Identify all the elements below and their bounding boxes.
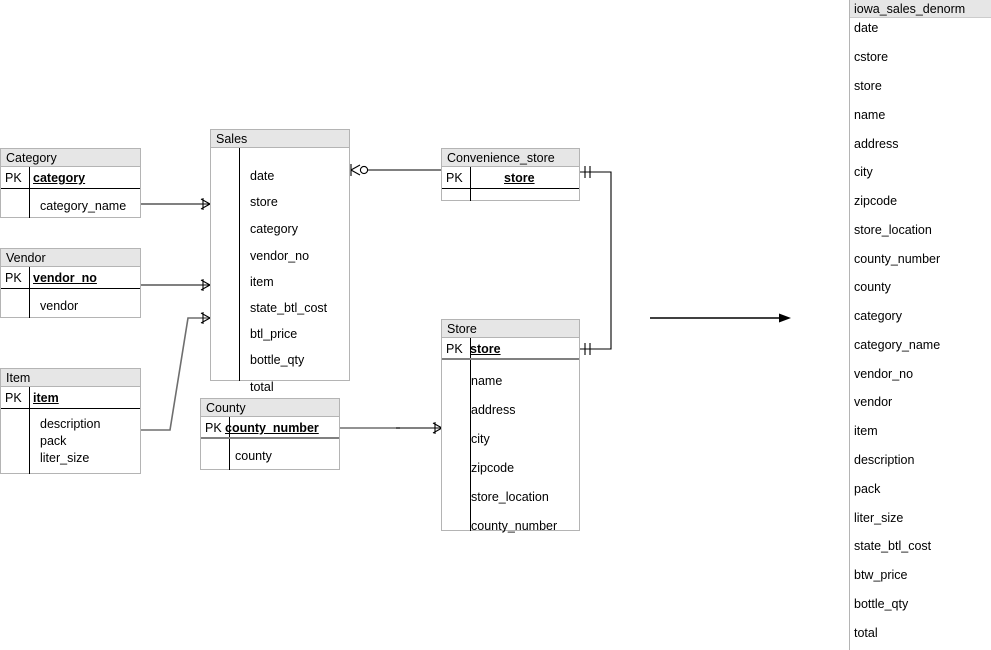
denorm-column-county-number: county_number <box>854 252 941 266</box>
transform-arrow-icon <box>650 313 791 323</box>
entity-county-pk-field: county_number <box>225 421 319 435</box>
attribute-liter-size: liter_size <box>40 451 90 465</box>
denorm-column-pack: pack <box>854 482 881 496</box>
entity-county-title: County <box>201 399 339 417</box>
attribute-store-county-number: county_number <box>471 519 558 533</box>
denorm-column-vendor: vendor <box>854 395 893 409</box>
denorm-column-liter-size: liter_size <box>854 511 904 525</box>
denorm-column-county: county <box>854 280 891 294</box>
entity-sales[interactable]: Sales date store category vendor_no item… <box>210 129 350 394</box>
attribute-store-zipcode: zipcode <box>471 461 515 475</box>
entity-store-pk-field: store <box>470 342 501 356</box>
entity-category[interactable]: Category PK category category_name <box>0 148 141 218</box>
denorm-column-category-name: category_name <box>854 338 941 352</box>
attribute-store-city: city <box>471 432 490 446</box>
entity-convenience-store-pk-row: PK store <box>442 167 579 189</box>
entity-store-body: PK store name address city zipcode store… <box>442 338 579 533</box>
entity-store[interactable]: Store PK store name address city zipcode… <box>441 319 580 533</box>
attribute-vendor-no: vendor_no <box>250 249 310 263</box>
entity-item[interactable]: Item PK item description pack liter_size <box>0 368 141 474</box>
denorm-column-state-btl-cost: state_btl_cost <box>854 539 932 553</box>
relationship-sales-conveniencestore <box>350 164 442 176</box>
attribute-store-name: name <box>471 374 503 388</box>
entity-convenience-store-pk-field: store <box>504 171 535 185</box>
entity-vendor[interactable]: Vendor PK vendor_no vendor <box>0 248 141 318</box>
entity-item-pk-field: item <box>33 391 59 405</box>
entity-item-pk-label: PK <box>5 391 22 405</box>
entity-category-body: PK category category_name <box>1 167 140 218</box>
relationship-vendor-sales <box>141 279 211 291</box>
attribute-county: county <box>235 449 272 463</box>
attribute-bottle-qty: bottle_qty <box>250 353 305 367</box>
denorm-column-zipcode: zipcode <box>854 194 898 208</box>
denorm-column-address: address <box>854 137 899 151</box>
entity-item-pk-row: PK item <box>1 387 140 409</box>
denorm-column-btw-price: btw_price <box>854 568 908 582</box>
attribute-store-location: store_location <box>471 490 549 504</box>
denorm-column-vendor-no: vendor_no <box>854 367 914 381</box>
entity-item-title: Item <box>1 369 140 387</box>
denorm-column-city: city <box>854 165 873 179</box>
denorm-column-item: item <box>854 424 878 438</box>
denorm-column-store-location: store_location <box>854 223 932 237</box>
relationship-county-store <box>340 422 443 434</box>
entity-vendor-pk-field: vendor_no <box>33 271 97 285</box>
entity-county-body: PK county_number county <box>201 417 339 470</box>
entity-category-pk-label: PK <box>5 171 22 185</box>
entity-vendor-pk-row: PK vendor_no <box>1 267 140 289</box>
attribute-description: description <box>40 417 101 431</box>
entity-category-pk-field: category <box>33 171 86 185</box>
entity-category-title: Category <box>1 149 140 167</box>
denormalized-table-panel[interactable]: iowa_sales_denorm date cstore store name… <box>849 0 991 650</box>
entity-convenience-store-pk-label: PK <box>446 171 463 185</box>
entity-vendor-body: PK vendor_no vendor <box>1 267 140 318</box>
attribute-store-address: address <box>471 403 516 417</box>
attribute-btl-price: btl_price <box>250 327 298 341</box>
relationship-conveniencestore-store <box>580 166 612 355</box>
denormalized-table-title: iowa_sales_denorm <box>850 0 991 18</box>
entity-sales-body: date store category vendor_no item state… <box>211 148 349 394</box>
denorm-column-date: date <box>854 21 879 35</box>
denorm-column-name: name <box>854 108 886 122</box>
denorm-column-description: description <box>854 453 915 467</box>
denorm-column-total: total <box>854 626 878 640</box>
denorm-column-category: category <box>854 309 902 323</box>
attribute-item: item <box>250 275 274 289</box>
entity-convenience-store-title: Convenience_store <box>442 149 579 167</box>
entity-store-title: Store <box>442 320 579 338</box>
attribute-state-btl-cost: state_btl_cost <box>250 301 328 315</box>
attribute-total: total <box>250 380 274 394</box>
entity-store-pk-label: PK <box>446 342 463 356</box>
denorm-column-bottle-qty: bottle_qty <box>854 597 909 611</box>
entity-convenience-store-body: PK store <box>442 167 579 201</box>
entity-category-pk-row: PK category <box>1 167 140 189</box>
entity-item-body: PK item description pack liter_size <box>1 387 140 474</box>
attribute-category: category <box>250 222 298 236</box>
denorm-column-store: store <box>854 79 882 93</box>
relationship-category-sales <box>141 198 211 210</box>
entity-convenience-store[interactable]: Convenience_store PK store <box>441 148 580 201</box>
entity-store-pk-row: PK store <box>442 338 579 360</box>
entity-vendor-pk-label: PK <box>5 271 22 285</box>
entity-county[interactable]: County PK county_number county <box>200 398 340 470</box>
attribute-vendor: vendor <box>40 299 79 313</box>
entity-vendor-title: Vendor <box>1 249 140 267</box>
attribute-pack: pack <box>40 434 67 448</box>
attribute-date: date <box>250 169 275 183</box>
entity-county-pk-label: PK <box>205 421 222 435</box>
entity-sales-title: Sales <box>211 130 349 148</box>
entity-county-pk-row: PK county_number <box>201 417 339 439</box>
attribute-store: store <box>250 195 278 209</box>
denorm-column-cstore: cstore <box>854 50 889 64</box>
attribute-category-name: category_name <box>40 199 127 213</box>
